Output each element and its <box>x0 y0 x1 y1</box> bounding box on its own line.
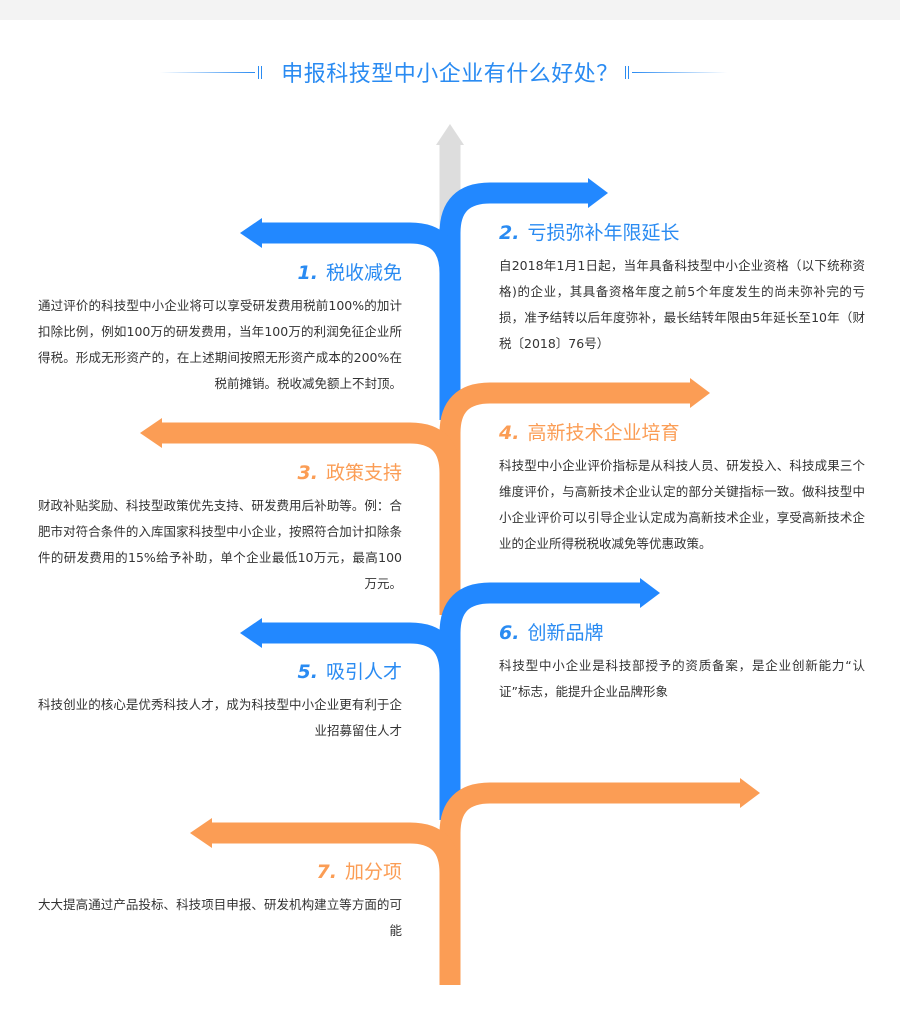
title-tick-right <box>625 66 626 79</box>
benefit-title: 创新品牌 <box>527 622 604 644</box>
benefit-number: 7. <box>316 861 337 883</box>
branch-3-arrowhead <box>140 418 162 448</box>
benefit-heading: 5. 吸引人才 <box>38 660 402 684</box>
branch-4-arrow <box>439 382 692 440</box>
benefit-number: 3. <box>297 462 318 484</box>
title-tick-left <box>258 66 259 79</box>
title-tick-left-2 <box>261 66 262 79</box>
branch-1-arrow <box>260 222 461 290</box>
branch-5-arrowhead <box>240 618 262 648</box>
benefit-number: 2. <box>499 222 520 244</box>
benefit-body: 通过评价的科技型中小企业将可以享受研发费用税前100%的加计扣除比例，例如100… <box>38 298 402 391</box>
benefit-title: 吸引人才 <box>325 661 402 683</box>
top-bar <box>0 0 900 20</box>
benefit-title: 政策支持 <box>325 462 402 484</box>
benefit-heading: 7. 加分项 <box>38 860 402 884</box>
branch-2-arrow <box>439 182 590 240</box>
benefit-6: 6. 创新品牌 科技型中小企业是科技部授予的资质备案，是企业创新能力“认证”标志，… <box>499 621 865 705</box>
title-divider-right <box>632 72 727 73</box>
branch-8-arrow <box>439 782 742 840</box>
benefit-heading: 6. 创新品牌 <box>499 621 865 645</box>
benefit-heading: 4. 高新技术企业培育 <box>499 421 865 445</box>
benefit-body: 科技创业的核心是优秀科技人才，成为科技型中小企业更有利于企业招募留住人才 <box>38 697 402 738</box>
branch-7-arrowhead <box>190 818 212 848</box>
benefit-body: 大大提高通过产品投标、科技项目申报、研发机构建立等方面的可能 <box>38 897 402 938</box>
branch-2-arrowhead <box>588 178 608 208</box>
benefit-number: 4. <box>499 422 520 444</box>
branch-1-arrowhead <box>240 218 262 248</box>
benefit-heading: 2. 亏损弥补年限延长 <box>499 221 865 245</box>
trunk-arrow-head <box>436 124 464 145</box>
branch-3-arrow <box>160 422 461 490</box>
benefit-2: 2. 亏损弥补年限延长 自2018年1月1日起，当年具备科技型中小企业资格（以下统… <box>499 221 865 357</box>
title-tick-right-2 <box>628 66 629 79</box>
page-title: 申报科技型中小企业有什么好处？ <box>281 62 619 87</box>
benefit-title: 亏损弥补年限延长 <box>527 222 680 244</box>
title-divider-left <box>160 72 255 73</box>
benefit-body: 科技型中小企业是科技部授予的资质备案，是企业创新能力“认证”标志，能提升企业品牌… <box>499 658 865 699</box>
benefit-body: 财政补贴奖励、科技型政策优先支持、研发费用后补助等。例：合肥市对符合条件的入库国… <box>38 498 402 591</box>
branch-6-arrow <box>439 582 642 640</box>
benefit-body: 科技型中小企业评价指标是从科技人员、研发投入、科技成果三个维度评价，与高新技术企… <box>499 458 865 551</box>
benefit-number: 6. <box>499 622 520 644</box>
benefit-number: 1. <box>297 262 318 284</box>
benefit-4: 4. 高新技术企业培育 科技型中小企业评价指标是从科技人员、研发投入、科技成果三个… <box>499 421 865 557</box>
benefit-heading: 3. 政策支持 <box>38 461 402 485</box>
benefit-title: 加分项 <box>344 861 402 883</box>
branch-4-arrowhead <box>690 378 710 408</box>
benefit-number: 5. <box>297 661 318 683</box>
branch-5-arrow <box>260 622 461 690</box>
benefit-title: 高新技术企业培育 <box>527 422 680 444</box>
benefit-3: 3. 政策支持 财政补贴奖励、科技型政策优先支持、研发费用后补助等。例：合肥市对符… <box>38 461 402 597</box>
benefit-1: 1. 税收减免 通过评价的科技型中小企业将可以享受研发费用税前100%的加计扣除比… <box>38 261 402 397</box>
branch-7-arrow <box>210 822 461 890</box>
benefit-5: 5. 吸引人才 科技创业的核心是优秀科技人才，成为科技型中小企业更有利于企业招募留… <box>38 660 402 744</box>
benefit-body: 自2018年1月1日起，当年具备科技型中小企业资格（以下统称资格)的企业，其具备… <box>499 258 865 351</box>
benefit-heading: 1. 税收减免 <box>38 261 402 285</box>
branch-8-arrowhead <box>740 778 760 808</box>
branch-6-arrowhead <box>640 578 660 608</box>
benefit-title: 税收减免 <box>325 262 402 284</box>
benefit-7: 7. 加分项 大大提高通过产品投标、科技项目申报、研发机构建立等方面的可能 <box>38 860 402 944</box>
